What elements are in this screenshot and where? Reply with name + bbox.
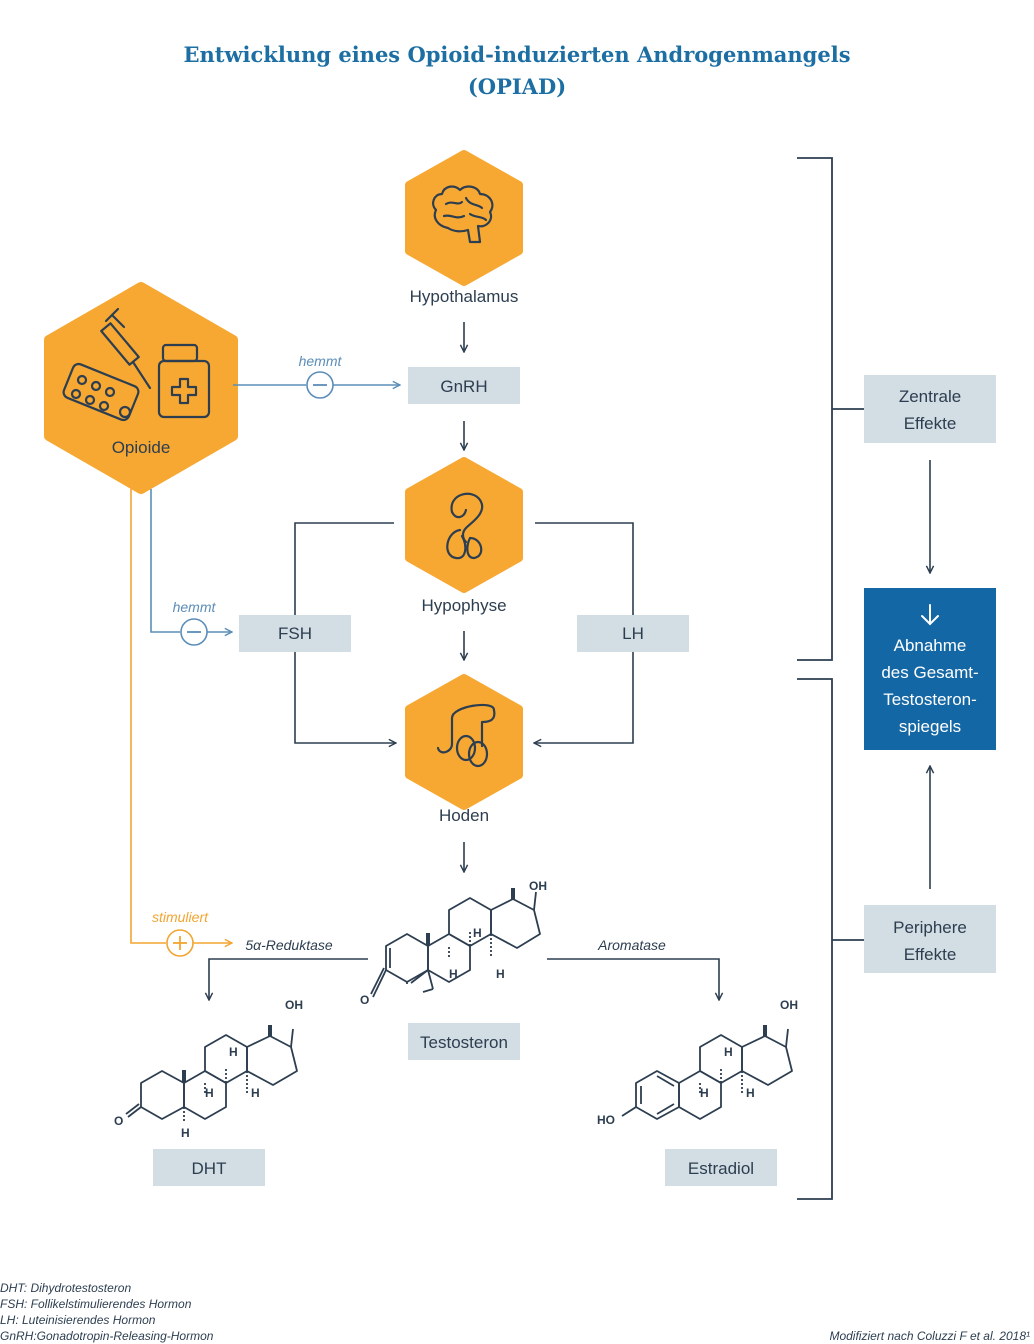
testosterone-structure (370, 888, 541, 998)
testis-icon (436, 703, 496, 768)
estradiol-structure (621, 1025, 793, 1120)
lh-box: LH (577, 615, 689, 652)
footnote-fsh: FSH: Follikelstimulierendes Hormon (0, 1297, 192, 1311)
stimuliert-label: stimuliert (152, 909, 209, 925)
dht-h1: H (229, 1045, 238, 1059)
inhibit-fsh-edge: hemmt (150, 489, 232, 646)
footnote-lh: LH: Luteinisierendes Hormon (0, 1313, 156, 1327)
hypothalamus-label: Hypothalamus (410, 287, 519, 306)
bracket-periphere (797, 678, 833, 1200)
hoden-label: Hoden (439, 806, 489, 825)
zentrale-label-1: Zentrale (899, 387, 961, 406)
gnrh-box: GnRH (408, 367, 520, 404)
fsh-box: FSH (239, 615, 351, 652)
gnrh-label: GnRH (440, 377, 487, 396)
abnahme-label-1: Abnahme (894, 636, 967, 655)
inhibit-gnrh-edge: hemmt (233, 353, 400, 399)
opioide-node: Opioide (44, 282, 238, 494)
periphere-label-1: Periphere (893, 918, 967, 937)
abnahme-box: Abnahme des Gesamt- Testosteron- spiegel… (864, 588, 996, 750)
footnote-gnrh: GnRH:Gonadotropin-Releasing-Hormon (0, 1329, 214, 1343)
abnahme-label-3: Testosteron- (883, 690, 977, 709)
brain-icon (432, 185, 494, 244)
medicine-bottle-icon (157, 343, 211, 419)
stimulate-edge: stimuliert (130, 489, 232, 957)
fsh-label: FSH (278, 624, 312, 643)
pituitary-icon (446, 492, 484, 560)
testosterone-o: O (360, 993, 369, 1007)
hemmt-gnrh-label: hemmt (299, 353, 343, 369)
pills-icon (62, 362, 140, 422)
testosterone-oh: OH (529, 879, 547, 893)
dht-label: DHT (192, 1159, 227, 1178)
testosterone-h1: H (473, 926, 482, 940)
reduktase-label: 5α-Reduktase (245, 937, 333, 953)
bracket-zentrale (797, 157, 833, 661)
dht-box: DHT (153, 1149, 265, 1186)
dht-o: O (114, 1114, 123, 1128)
zentrale-label-2: Effekte (904, 414, 957, 433)
footnote-source: Modifiziert nach Coluzzi F et al. 2018¹ (829, 1329, 1030, 1343)
dht-oh: OH (285, 998, 303, 1012)
testosteron-label: Testosteron (420, 1033, 508, 1052)
dht-h3: H (251, 1086, 260, 1100)
estradiol-oh: OH (780, 998, 798, 1012)
dht-h2: H (205, 1086, 214, 1100)
abnahme-label-4: spiegels (899, 717, 961, 736)
dht-h4: H (181, 1126, 190, 1140)
syringe-icon (100, 307, 152, 390)
estradiol-h3: H (746, 1086, 755, 1100)
estradiol-ho: HO (597, 1113, 615, 1127)
estradiol-label: Estradiol (688, 1159, 754, 1178)
abnahme-label-2: des Gesamt- (881, 663, 978, 682)
diagram-title-line1: Entwicklung eines Opioid-induzierten And… (183, 42, 850, 67)
aromatase-label: Aromatase (597, 937, 666, 953)
estradiol-box: Estradiol (665, 1149, 777, 1186)
down-arrow-icon (921, 604, 939, 626)
estradiol-h2: H (700, 1086, 709, 1100)
edge-aromatase (547, 958, 719, 1000)
dht-structure (125, 1025, 298, 1122)
edge-reduktase (209, 958, 368, 1000)
estradiol-h1: H (724, 1045, 733, 1059)
testosteron-box: Testosteron (408, 1023, 520, 1060)
hypophyse-node: Hypophyse (405, 457, 523, 615)
hoden-node: Hoden (405, 674, 523, 825)
diagram-title-line2: (OPIAD) (468, 74, 566, 99)
periphere-effekte-box: Periphere Effekte (864, 905, 996, 973)
opioide-label: Opioide (112, 438, 171, 457)
testosterone-h3: H (496, 967, 505, 981)
zentrale-effekte-box: Zentrale Effekte (864, 375, 996, 443)
hypothalamus-node: Hypothalamus (405, 150, 523, 306)
testosterone-h2: H (449, 967, 458, 981)
hemmt-fsh-label: hemmt (173, 599, 217, 615)
hypophyse-label: Hypophyse (421, 596, 506, 615)
periphere-label-2: Effekte (904, 945, 957, 964)
footnote-dht: DHT: Dihydrotestosteron (0, 1281, 131, 1295)
lh-label: LH (622, 624, 644, 643)
